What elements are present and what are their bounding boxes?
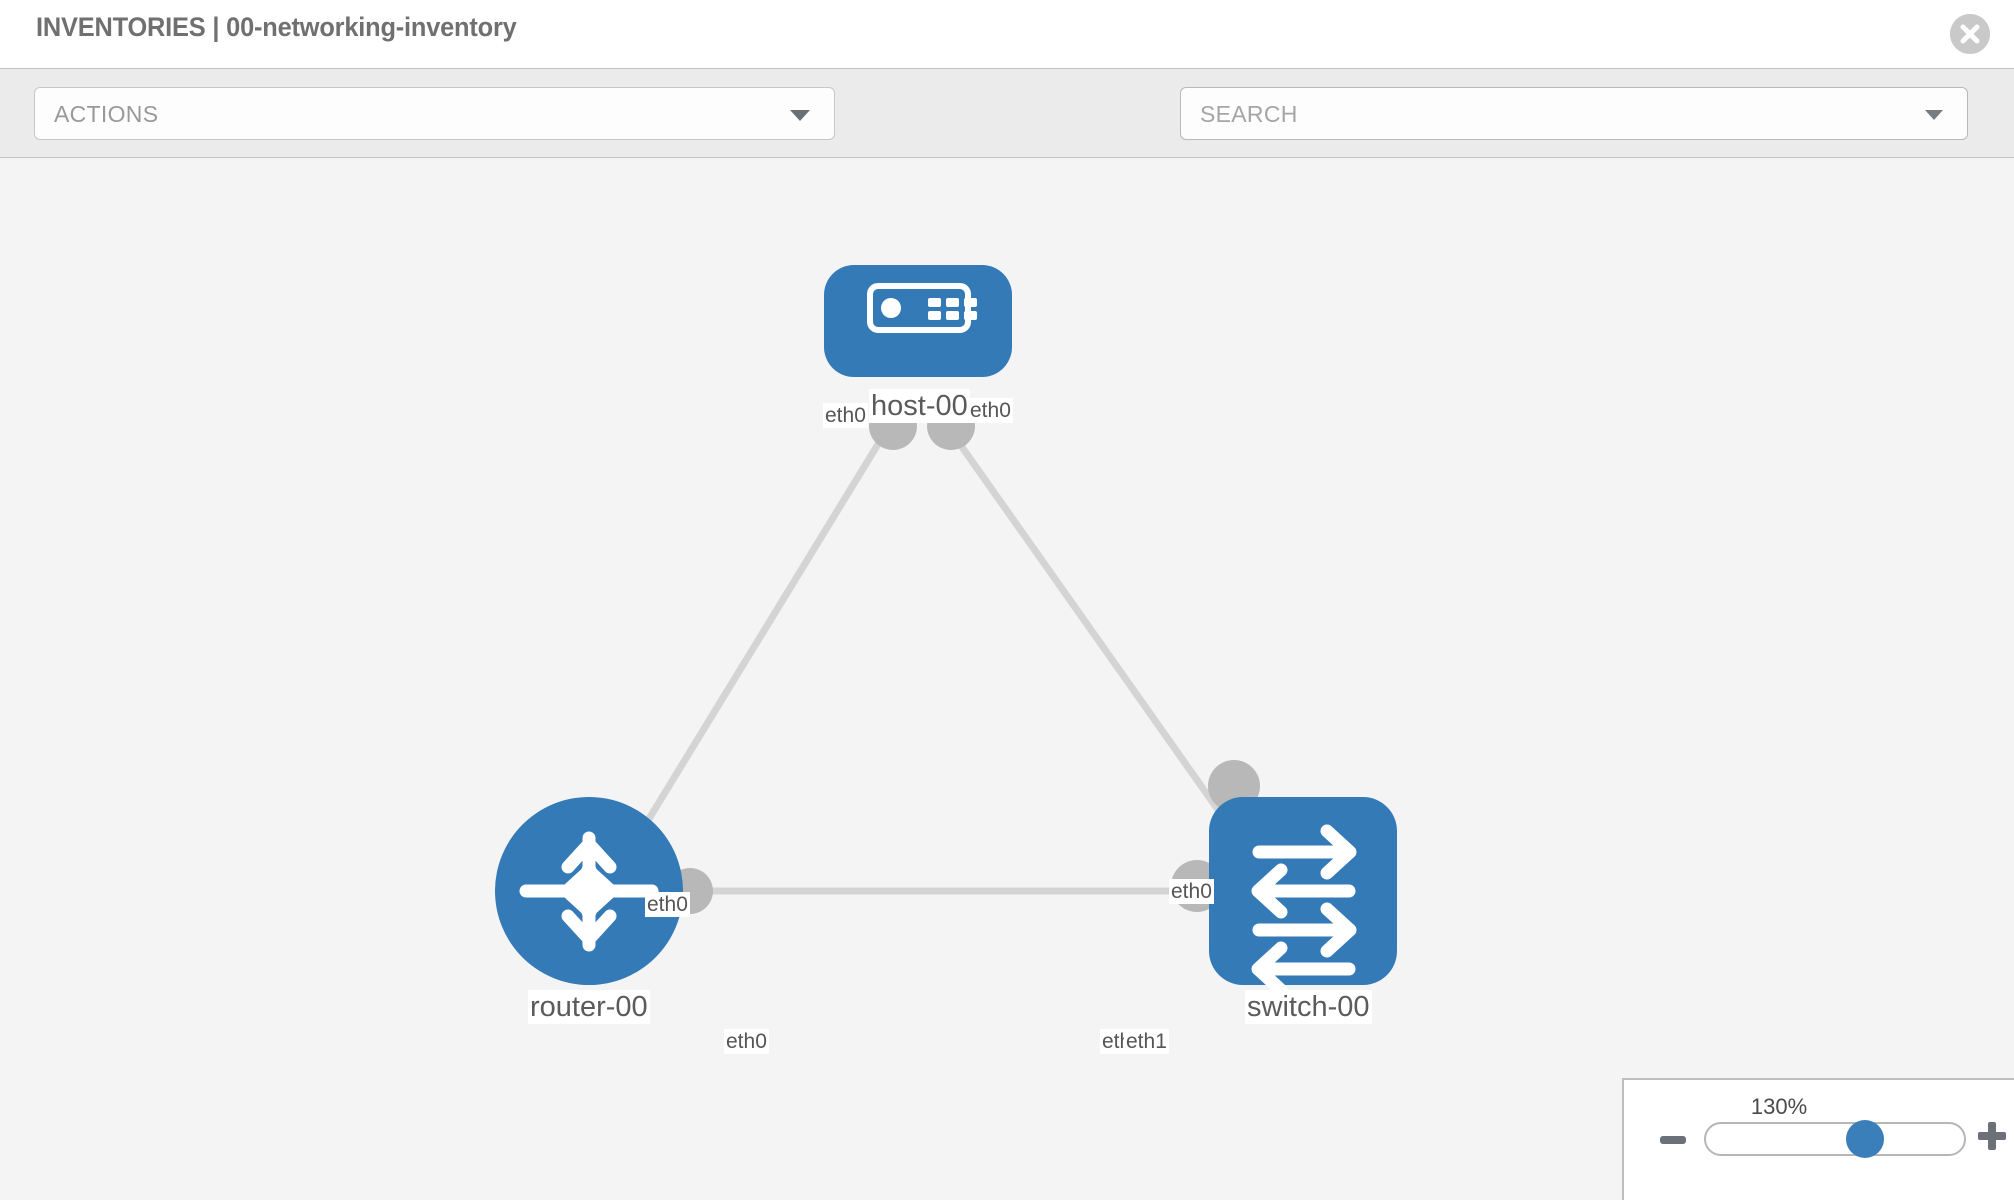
actions-dropdown[interactable]: ACTIONS [34, 87, 835, 140]
chevron-down-icon [1925, 110, 1943, 120]
node-label-router: router-00 [528, 990, 650, 1024]
minus-icon[interactable] [1660, 1136, 1686, 1144]
topology-ports [667, 402, 1260, 914]
iface-label-host-right: eth0 [968, 398, 1013, 423]
chevron-down-icon [790, 110, 810, 121]
zoom-slider-track[interactable] [1704, 1122, 1966, 1156]
search-input[interactable]: SEARCH [1180, 87, 1968, 140]
link-host-router [622, 421, 894, 860]
page-header: INVENTORIES | 00-networking-inventory [0, 0, 2014, 68]
server-led-grid [928, 298, 977, 320]
close-icon[interactable] [1950, 14, 1990, 54]
zoom-control-panel: 130% [1622, 1078, 2014, 1200]
page-title: INVENTORIES | 00-networking-inventory [36, 12, 517, 42]
node-switch-00 [1209, 797, 1397, 997]
node-host-00 [824, 265, 1012, 377]
plus-icon[interactable] [1978, 1122, 2006, 1150]
topology-links [622, 420, 1248, 895]
topology-canvas[interactable]: host-00 router-00 switch-00 eth0 eth0 et… [0, 158, 2014, 1200]
node-label-host: host-00 [869, 389, 970, 423]
zoom-slider-thumb[interactable] [1846, 1120, 1884, 1158]
iface-label-switch-up: eth0 [1169, 879, 1214, 904]
zoom-percent-label: 130% [1750, 1094, 1808, 1119]
topology-graph [495, 265, 1397, 997]
router-arrows-icon [519, 831, 659, 952]
node-router-00 [495, 797, 683, 985]
search-placeholder: SEARCH [1200, 101, 1298, 127]
switch-arrows-icon [1251, 824, 1357, 997]
iface-label-host-left: eth0 [823, 403, 868, 428]
link-host-switch [942, 420, 1248, 851]
iface-label-router-up: eth0 [645, 892, 690, 917]
node-label-switch: switch-00 [1245, 990, 1372, 1024]
iface-label-switch-left: eth1 [1124, 1029, 1169, 1054]
actions-dropdown-label: ACTIONS [54, 101, 159, 127]
toolbar: ACTIONS SEARCH [0, 68, 2014, 197]
iface-label-router-right: eth0 [724, 1029, 769, 1054]
